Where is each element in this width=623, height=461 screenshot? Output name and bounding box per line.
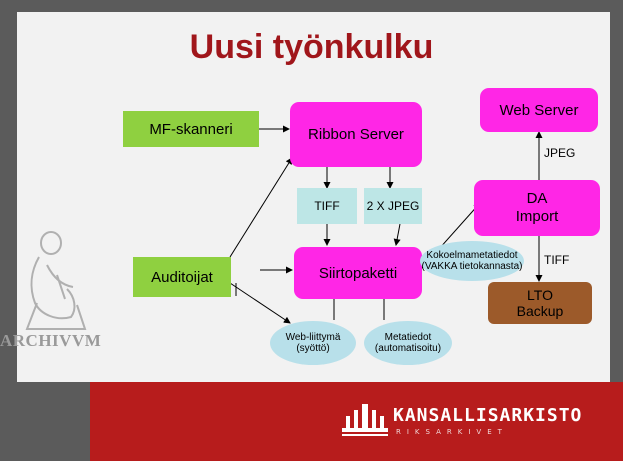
web-liittyma-line1: Web-liittymä xyxy=(285,332,341,343)
kansallisarkisto-logo: KANSALLISARKISTO xyxy=(393,405,583,426)
archivum-watermark: ARCHIVVM xyxy=(0,331,102,350)
arrow-auditoijat-to-web xyxy=(229,282,291,324)
node-da-import: DA Import xyxy=(474,180,600,236)
node-metatiedot: Metatiedot (automatisoitu) xyxy=(364,321,452,365)
node-tiff: TIFF xyxy=(297,188,357,224)
node-mf-skanneri: MF-skanneri xyxy=(123,111,259,147)
da-import-line2: Import xyxy=(515,208,559,225)
node-web-server: Web Server xyxy=(480,88,598,132)
da-import-line1: DA xyxy=(526,190,548,207)
archive-building-logo-icon xyxy=(342,404,388,436)
web-liittyma-line2: (syöttö) xyxy=(296,343,330,354)
metatiedot-line2: (automatisoitu) xyxy=(374,343,442,354)
arrow-auditoijat-to-ribbon xyxy=(229,157,293,258)
node-lto-backup: LTO Backup xyxy=(488,282,592,324)
node-2x-jpeg: 2 X JPEG xyxy=(364,188,422,224)
arrow-jpeg-to-siirto xyxy=(393,223,401,246)
footer-band xyxy=(0,382,623,461)
frame-right xyxy=(610,0,623,461)
statue-watermark-icon xyxy=(25,231,87,330)
node-ribbon-server: Ribbon Server xyxy=(290,102,422,167)
lto-line1: LTO xyxy=(527,287,553,303)
kokoelma-line1: Kokoelmametatiedot xyxy=(426,250,518,261)
edge-label-tiff: TIFF xyxy=(544,253,570,267)
slide-title: Uusi työnkulku xyxy=(189,28,434,66)
frame-top xyxy=(0,0,623,12)
metatiedot-line1: Metatiedot xyxy=(384,332,432,343)
edge-label-jpeg: JPEG xyxy=(544,146,576,160)
node-siirtopaketti: Siirtopaketti xyxy=(294,247,422,299)
kokoelma-line2: (VAKKA tietokannasta) xyxy=(421,261,523,272)
riksarkivet-logo: RIKSARKIVET xyxy=(396,428,508,436)
footer-left-panel xyxy=(0,382,90,461)
node-kokoelmametatiedot: Kokoelmametatiedot (VAKKA tietokannasta) xyxy=(420,241,524,281)
frame-left xyxy=(0,0,17,461)
node-auditoijat: Auditoijat xyxy=(133,257,231,297)
node-web-liittyma: Web-liittymä (syöttö) xyxy=(270,321,356,365)
lto-line2: Backup xyxy=(516,303,564,319)
